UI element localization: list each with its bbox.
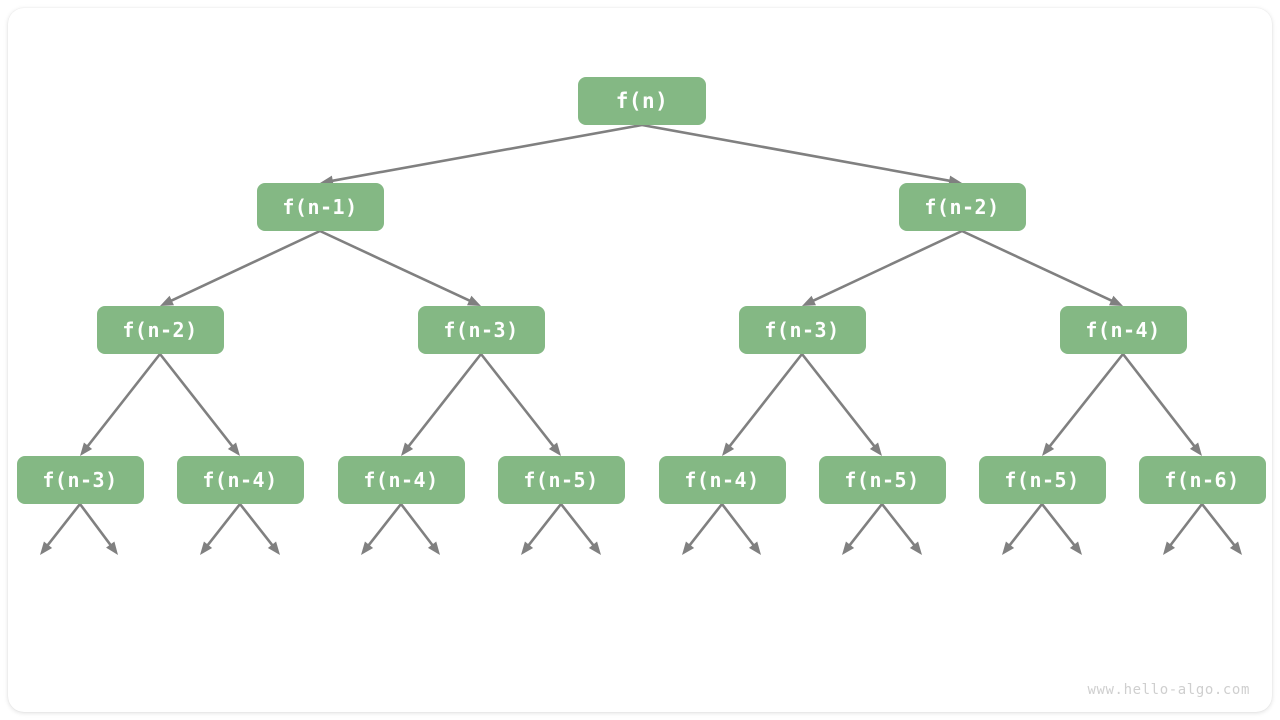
tree-node-label: f(n-4) [1085,318,1161,342]
tree-node-label: f(n-6) [1164,468,1240,492]
tree-node: f(n) [578,77,706,125]
tree-node-label: f(n-2) [122,318,198,342]
tree-node: f(n-3) [738,306,866,354]
tree-node: f(n-4) [1059,306,1187,354]
tree-node: f(n-5) [978,456,1106,504]
tree-node: f(n-3) [16,456,144,504]
watermark: www.hello-algo.com [1087,682,1250,698]
tree-node: f(n-5) [818,456,946,504]
tree-node-label: f(n-5) [523,468,599,492]
tree-node: f(n-4) [658,456,786,504]
tree-node-label: f(n-2) [924,195,1000,219]
tree-node-label: f(n-3) [42,468,118,492]
tree-node-label: f(n-3) [443,318,519,342]
tree-node-label: f(n-3) [764,318,840,342]
tree-node: f(n-2) [96,306,224,354]
tree-node: f(n-3) [417,306,545,354]
tree-node: f(n-2) [898,183,1026,231]
tree-node-label: f(n-5) [1004,468,1080,492]
tree-node: f(n-6) [1138,456,1266,504]
tree-node-label: f(n-4) [202,468,278,492]
tree-node-label: f(n-4) [363,468,439,492]
tree-node: f(n-5) [497,456,625,504]
tree-node: f(n-1) [256,183,384,231]
tree-node-label: f(n) [615,88,669,113]
tree-node-label: f(n-5) [844,468,920,492]
tree-node: f(n-4) [337,456,465,504]
tree-node-label: f(n-4) [684,468,760,492]
tree-node: f(n-4) [176,456,304,504]
tree-node-label: f(n-1) [282,195,358,219]
